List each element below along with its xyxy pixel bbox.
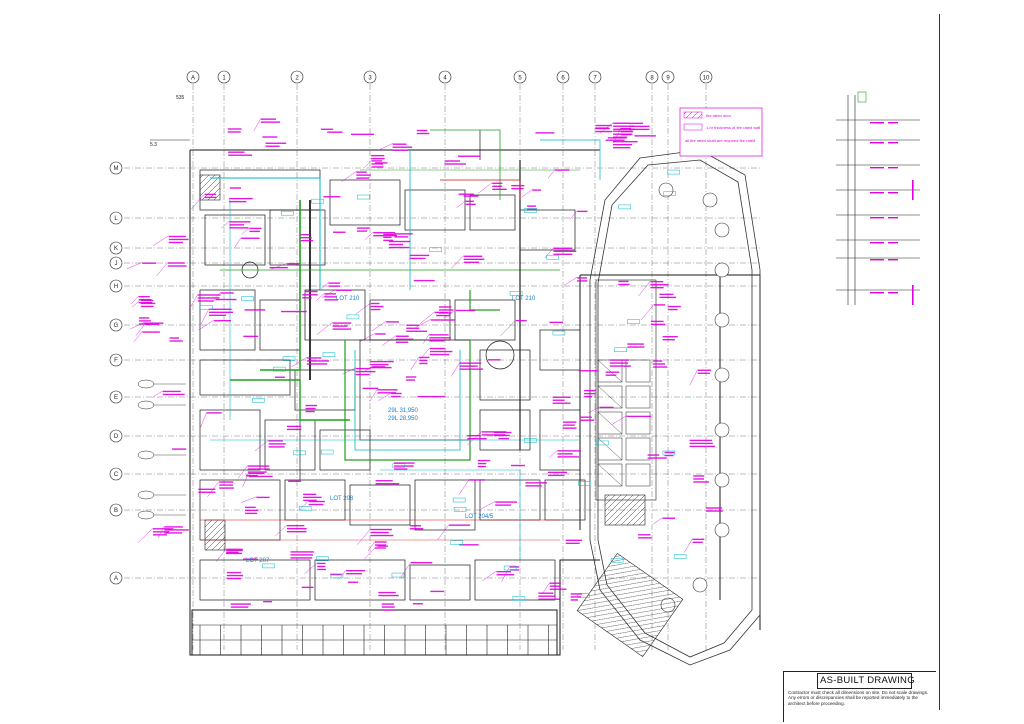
svg-text:29L 28,950: 29L 28,950: [388, 416, 418, 422]
interior-walls: [199, 130, 586, 601]
grid-column-label: 8: [650, 76, 654, 82]
section-detail: [836, 91, 920, 305]
centre-level-label: 29L 31,950 29L 28,950: [388, 408, 418, 422]
grid-row-label: M: [114, 166, 119, 172]
lot-labels: LOT 210 LOT 207 LOT 208 LOT 204/5 LOT 21…: [246, 296, 536, 564]
grid-column-label: 4: [443, 76, 447, 82]
grid-column-label: 7: [593, 76, 597, 82]
svg-text:535: 535: [176, 95, 185, 101]
title-block: [783, 671, 936, 722]
grid-column-markers: A 1 2 3 4 5 6 7 8 9 10: [186, 70, 713, 650]
grid-row-label: L: [114, 216, 118, 222]
lot-label: LOT 208: [330, 496, 354, 502]
grid-column-label: 3: [368, 76, 372, 82]
lot-label: LOT 210: [336, 296, 360, 302]
bottom-structure-grid: [192, 624, 557, 655]
lot-label: LOT 207: [246, 558, 270, 564]
grid-row-label: K: [114, 246, 118, 252]
legend-box: fire rated door 1-hr thickness of fire r…: [679, 107, 763, 157]
grid-column-label: 9: [666, 76, 670, 82]
grid-row-label: B: [114, 508, 118, 514]
dimension-markers: 535 5.3: [150, 95, 190, 148]
stamp-title-frame: [817, 673, 912, 689]
grid-column-label: 6: [561, 76, 565, 82]
curved-facade: [589, 149, 761, 666]
svg-text:5.3: 5.3: [150, 142, 157, 148]
svg-text:all fire rated shaft are requi: all fire rated shaft are required fire r…: [685, 138, 755, 143]
svg-text:1-hr thickness of fire rated w: 1-hr thickness of fire rated wall: [706, 125, 760, 130]
svg-text:29L 31,950: 29L 31,950: [388, 408, 418, 414]
grid-column-label: 10: [703, 76, 710, 82]
magenta-annotations: [126, 118, 723, 611]
grid-row-label: A: [114, 576, 118, 582]
stamp-title: AS-BUILT DRAWING: [820, 675, 915, 686]
grid-row-label: H: [114, 284, 118, 290]
grid-row-label: F: [114, 358, 118, 364]
grid-column-label: 5: [518, 76, 522, 82]
lot-label: LOT 210: [512, 296, 536, 302]
sheet-border: [939, 14, 940, 710]
grid-column-label: 2: [295, 76, 299, 82]
grid-row-label: E: [114, 395, 118, 401]
grid-row-label: D: [114, 434, 119, 440]
grid-row-label: G: [114, 323, 119, 329]
grid-column-label: 1: [222, 76, 226, 82]
stair-cores: [199, 174, 684, 658]
svg-text:fire rated door: fire rated door: [706, 113, 732, 118]
lot-label: LOT 204/5: [465, 514, 494, 520]
stamp-note: Contractor must check all dimensions on …: [788, 690, 929, 706]
grid-row-label: J: [115, 261, 118, 267]
grid-column-label: A: [191, 76, 195, 82]
grid-row-markers: M L K J H G F E D C B A: [109, 161, 760, 585]
grid-row-label: C: [114, 472, 119, 478]
